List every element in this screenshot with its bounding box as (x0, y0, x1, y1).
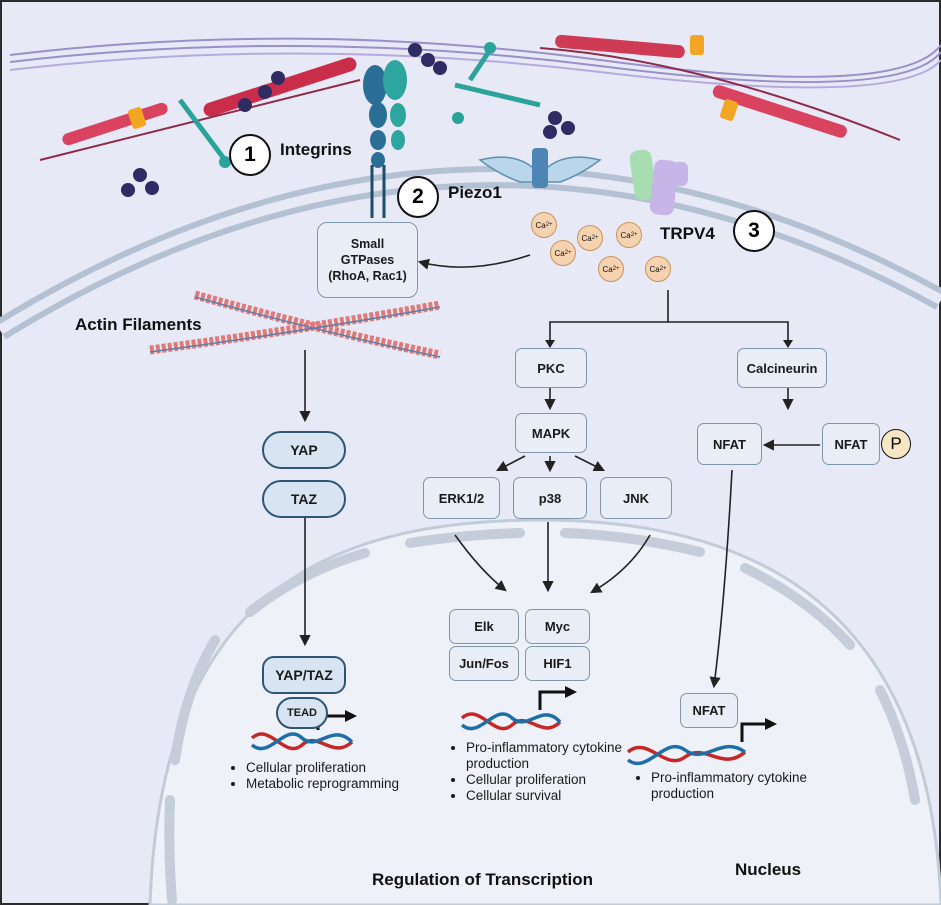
piezo1-number-badge: 2 (397, 176, 439, 218)
hif1-node: HIF1 (525, 646, 590, 681)
piezo1-label: Piezo1 (448, 183, 502, 202)
outcome-item: Cellular proliferation (466, 772, 636, 788)
integrins-number-badge: 1 (229, 134, 271, 176)
nucleus-label: Nucleus (735, 860, 802, 879)
outcome-item: Cellular proliferation (246, 760, 399, 776)
nfat-outcomes-list: Pro-inflammatory cytokine production (635, 770, 821, 802)
mapk-node: MAPK (515, 413, 587, 453)
jnk-node: JNK (600, 477, 672, 519)
small-gtpases-line2: GTPases (340, 253, 395, 267)
trpv4-channel (629, 149, 688, 216)
actin-filaments-drawing (149, 290, 441, 360)
phosphate-badge: P (881, 429, 911, 459)
trpv4-number-badge: 3 (733, 210, 775, 252)
myc-node: Myc (525, 609, 590, 644)
p38-node: p38 (513, 477, 587, 519)
yap-outcomes-list: Cellular proliferation Metabolic reprogr… (230, 760, 399, 792)
calcineurin-node: Calcineurin (737, 348, 827, 388)
nfat-phosphorylated-node: NFAT (822, 423, 880, 465)
outcome-item: Metabolic reprogramming (246, 776, 399, 792)
dna-mapk (460, 712, 562, 731)
elk-node: Elk (449, 609, 519, 644)
erk-node: ERK1/2 (423, 477, 500, 519)
outcome-item: Cellular survival (466, 788, 636, 804)
fibronectin-strands (178, 48, 541, 162)
trpv4-label: TRPV4 (660, 224, 715, 243)
yap-node: YAP (262, 431, 346, 469)
tead-node: TEAD (276, 697, 328, 729)
jun-fos-node: Jun/Fos (449, 646, 519, 681)
integrins-label: Integrins (280, 140, 352, 159)
dna-nfat (626, 744, 747, 766)
small-gtpases-line3: (RhoA, Rac1) (328, 269, 407, 283)
regulation-of-transcription-label: Regulation of Transcription (372, 870, 594, 889)
pathway-arrows (299, 254, 820, 689)
dna-yap (250, 732, 354, 751)
nfat-node: NFAT (697, 423, 762, 465)
integrin-receptor (363, 60, 407, 218)
nfat-nuclear-node: NFAT (680, 693, 738, 728)
pkc-node: PKC (515, 348, 587, 388)
nuclear-envelope (164, 528, 920, 905)
branch-lines (549, 290, 789, 340)
nucleus (148, 518, 941, 905)
piezo1-channel (478, 148, 602, 188)
mapk-outcomes-list: Pro-inflammatory cytokine production Cel… (450, 740, 636, 804)
yap-taz-complex: YAP/TAZ (262, 656, 346, 694)
outcome-item: Pro-inflammatory cytokine production (466, 740, 636, 772)
small-gtpases-box: Small GTPases (RhoA, Rac1) (317, 222, 418, 298)
outcome-item: Pro-inflammatory cytokine production (651, 770, 821, 802)
actin-filaments-label: Actin Filaments (75, 315, 202, 334)
taz-node: TAZ (262, 480, 346, 518)
ecm-beads (121, 43, 575, 197)
small-gtpases-line1: Small (350, 237, 385, 251)
